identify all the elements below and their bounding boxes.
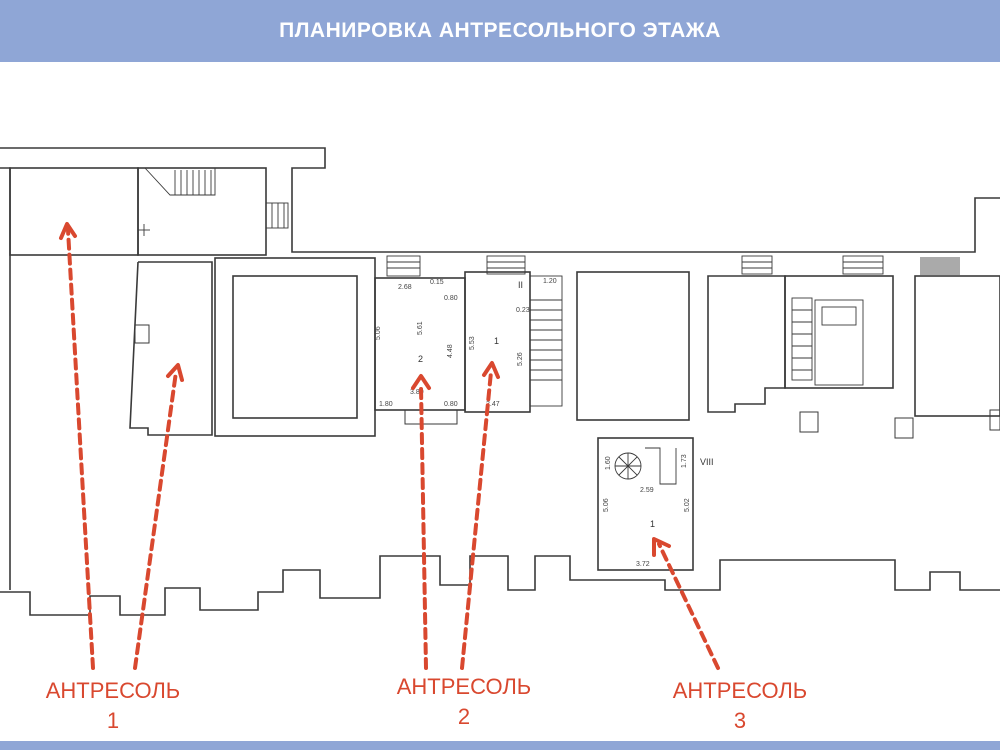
mezzanine-2-title: АНТРЕСОЛЬ (396, 674, 532, 699)
page-title: ПЛАНИРОВКА АНТРЕСОЛЬНОГО ЭТАЖА (279, 19, 721, 42)
room-square-inner (232, 275, 358, 419)
dim-viii-left: 5.06 (603, 498, 610, 512)
dim-room2-mid: 5.61 (417, 321, 424, 335)
dim-room2-top: 2.68 (398, 284, 412, 291)
footer-bar (0, 741, 1000, 750)
mezzanine-1-title: АНТРЕСОЛЬ (45, 678, 181, 703)
dim-room1-bottom: 2.47 (486, 401, 500, 408)
room-middle (576, 271, 690, 421)
room-top-left (9, 167, 139, 256)
arrows-mezzanine-1 (59, 222, 184, 670)
room-number-roman: II (518, 280, 523, 290)
room-number-2: 2 (418, 354, 423, 364)
dim-room2-corner-br: 0.80 (444, 401, 458, 408)
mezzanine-2-label: АНТРЕСОЛЬ 2 (361, 672, 567, 732)
staircase-top (138, 167, 216, 236)
mezzanine-1-number: 1 (106, 708, 120, 733)
dim-room1-door: 1.20 (543, 278, 557, 285)
dim-room2-left: 5.06 (375, 326, 382, 340)
mezzanine-2-number: 2 (457, 704, 471, 729)
page-header: ПЛАНИРОВКА АНТРЕСОЛЬНОГО ЭТАЖА (0, 0, 1000, 62)
dim-room1-left: 5.53 (469, 336, 476, 350)
arrows-mezzanine-2 (411, 361, 500, 670)
mezzanine-1-label: АНТРЕСОЛЬ 1 (10, 676, 216, 736)
mezzanine-3-number: 3 (733, 708, 747, 733)
mezzanine-3-title: АНТРЕСОЛЬ (672, 678, 808, 703)
dim-room2-corner-tr: 0.15 (430, 279, 444, 286)
room-label-viii: VIII (700, 457, 714, 467)
arrow-mezzanine-3 (652, 537, 720, 670)
dim-viii-mid: 2.59 (640, 487, 654, 494)
mezzanine-1-space (9, 255, 213, 590)
dim-room2-corner-tr2: 0.80 (444, 295, 458, 302)
dim-room2-right: 4.48 (447, 344, 454, 358)
spiral-stair (614, 447, 677, 485)
room-right (707, 275, 786, 413)
staircase-right (741, 255, 884, 386)
staircase-center (529, 275, 563, 407)
mezzanine-3-label: АНТРЕСОЛЬ 3 (637, 676, 843, 736)
dim-viii-bottom: 3.72 (636, 561, 650, 568)
dim-viii-small2: 1.73 (681, 454, 688, 468)
room-square-outer (214, 257, 376, 437)
room-viii (597, 437, 694, 571)
room-far-right (914, 275, 1000, 417)
dim-viii-small1: 1.60 (605, 456, 612, 470)
dim-room2-corner-bl: 1.80 (379, 401, 393, 408)
outer-wall (0, 147, 1000, 616)
steps-left (265, 202, 289, 229)
room-number-1: 1 (494, 336, 499, 346)
dim-room2-bottom: 3.80 (410, 389, 424, 396)
room-viii-number: 1 (650, 519, 655, 529)
room-stair-right (784, 275, 894, 389)
dim-room1-right: 5.26 (517, 352, 524, 366)
dim-viii-right: 5.02 (684, 498, 691, 512)
dim-room1-corner: 0.23 (516, 307, 530, 314)
